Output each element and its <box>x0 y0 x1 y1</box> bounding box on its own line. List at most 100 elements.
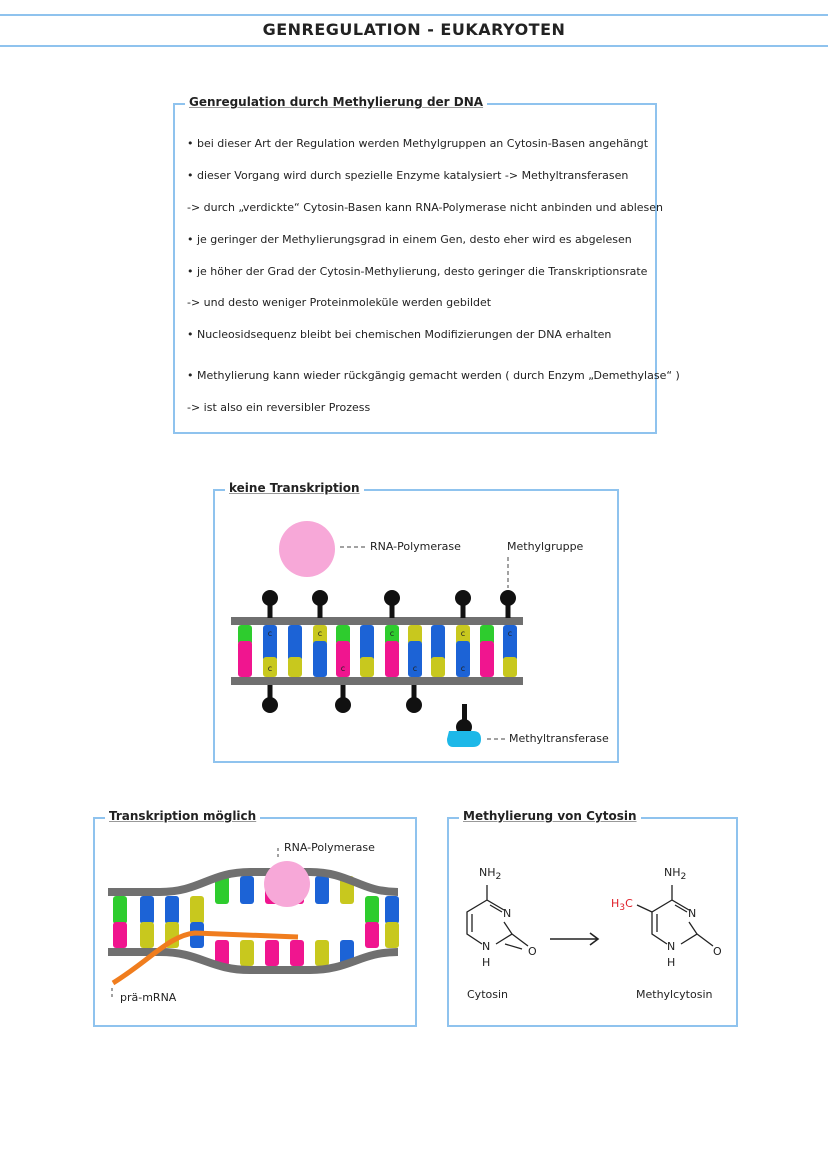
base-yellow <box>315 940 329 966</box>
methyl-group-icon <box>262 697 278 713</box>
base-yellow <box>431 657 445 677</box>
cytosine-letter: c <box>461 629 465 638</box>
cytosine-letter: c <box>268 664 272 673</box>
base-blue <box>165 896 179 924</box>
methylcytosin-label: Methylcytosin <box>636 988 713 1001</box>
transcription-possible-box: Transkription möglich <box>93 809 417 1027</box>
base-blue <box>503 625 517 661</box>
methylation-text-box: Genregulation durch Methylierung der DNA… <box>173 95 680 434</box>
box-title: Genregulation durch Methylierung der DNA <box>185 95 488 109</box>
text-line: -> durch „verdickte“ Cytosin-Basen kann … <box>187 201 664 214</box>
cytosin-label: Cytosin <box>467 988 508 1001</box>
cytosine-methylation-box: Methylierung von Cytosin <box>447 809 738 1027</box>
rna-polymerase-icon <box>264 861 310 907</box>
methyl-group-icon <box>312 590 328 606</box>
base-blue <box>360 625 374 661</box>
methyl-stick <box>317 602 323 618</box>
base-green <box>215 876 229 904</box>
methyl-stick <box>462 704 467 724</box>
subscript: 3 <box>619 902 626 914</box>
methyl-group-icon <box>455 590 471 606</box>
text-line: • je geringer der Methylierungsgrad in e… <box>187 233 632 246</box>
amino-group-label: NH2 <box>664 866 686 882</box>
rna-polymerase-icon <box>279 521 335 577</box>
base-green <box>365 896 379 924</box>
base-yellow <box>313 625 327 645</box>
text-line: • Methylierung kann wieder rückgängig ge… <box>187 369 680 382</box>
base-yellow <box>263 657 277 677</box>
methyl-group-icon <box>406 697 422 713</box>
dna-backbone-bottom <box>108 948 399 974</box>
carbonyl-o-label: O <box>713 945 722 958</box>
ring-n-label: N <box>688 907 697 920</box>
base-yellow <box>385 922 399 948</box>
methyl-stick <box>460 602 466 618</box>
text-line: • dieser Vorgang wird durch spezielle En… <box>187 169 629 182</box>
c-text: C <box>625 897 633 910</box>
header-rule-top <box>0 14 828 16</box>
base-blue <box>385 896 399 924</box>
ring-h-label: H <box>667 956 676 969</box>
nh-text: NH <box>479 866 496 879</box>
base-blue <box>313 641 327 677</box>
base-blue <box>456 641 470 677</box>
cytosine-letter: c <box>413 664 417 673</box>
base-pink <box>365 922 379 948</box>
pre-mrna-strand <box>111 930 299 986</box>
base-yellow <box>240 940 254 966</box>
base-blue <box>408 641 422 677</box>
rna-polymerase-label: RNA-Polymerase <box>370 540 461 553</box>
cytosine-ring <box>466 885 529 950</box>
base-pink <box>113 922 127 948</box>
text-line: • Nucleosidsequenz bleibt bei chemischen… <box>187 328 612 341</box>
amino-group-label: NH2 <box>479 866 501 882</box>
dna-backbone-top <box>108 868 399 896</box>
text-line: -> und desto weniger Proteinmoleküle wer… <box>187 296 492 309</box>
methyl-stick <box>411 685 417 702</box>
base-yellow <box>456 625 470 645</box>
methyltransferase-label: Methyltransferase <box>509 732 609 745</box>
box-title: Transkription möglich <box>105 809 261 823</box>
base-green <box>336 625 350 645</box>
box-title: keine Transkription <box>225 481 364 495</box>
base-pink <box>385 641 399 677</box>
base-yellow <box>360 657 374 677</box>
base-blue <box>431 625 445 661</box>
ring-n-label: N <box>503 907 512 920</box>
base-green <box>385 625 399 645</box>
base-yellow <box>408 625 422 645</box>
base-yellow <box>503 657 517 677</box>
dna-backbone-bottom <box>231 677 523 685</box>
base-blue <box>288 625 302 661</box>
text-line: -> ist also ein reversibler Prozess <box>187 401 371 414</box>
carbonyl-o-label: O <box>528 945 537 958</box>
cytosine-letter: c <box>508 629 512 638</box>
cytosine-letter: c <box>390 629 394 638</box>
subscript: 2 <box>495 871 502 883</box>
ring-n-label: N <box>482 940 491 953</box>
box-title: Methylierung von Cytosin <box>459 809 641 823</box>
base-pink <box>336 641 350 677</box>
h-text: H <box>611 897 620 910</box>
base-yellow <box>190 896 204 924</box>
base-green <box>113 896 127 924</box>
base-pink <box>238 641 252 677</box>
subscript: 2 <box>680 871 687 883</box>
methyl-stick <box>267 602 273 618</box>
rna-polymerase-label: RNA-Polymerase <box>284 841 375 854</box>
methyl-group-label: Methylgruppe <box>507 540 584 553</box>
nh-text: NH <box>664 866 681 879</box>
cytosine-letter: c <box>268 629 272 638</box>
no-transcription-box: keine Transkription <box>213 481 619 763</box>
dna-backbone-top <box>231 617 523 625</box>
methyl-stick <box>340 685 346 702</box>
methyl-group-icon <box>500 590 516 606</box>
text-line: • je höher der Grad der Cytosin-Methylie… <box>187 265 648 278</box>
cytosine-letter: c <box>461 664 465 673</box>
methyl-group-formula: H3C <box>611 897 633 913</box>
base-green <box>238 625 252 645</box>
base-blue <box>240 876 254 904</box>
methyl-group-icon <box>335 697 351 713</box>
text-line: • bei dieser Art der Regulation werden M… <box>187 137 649 150</box>
